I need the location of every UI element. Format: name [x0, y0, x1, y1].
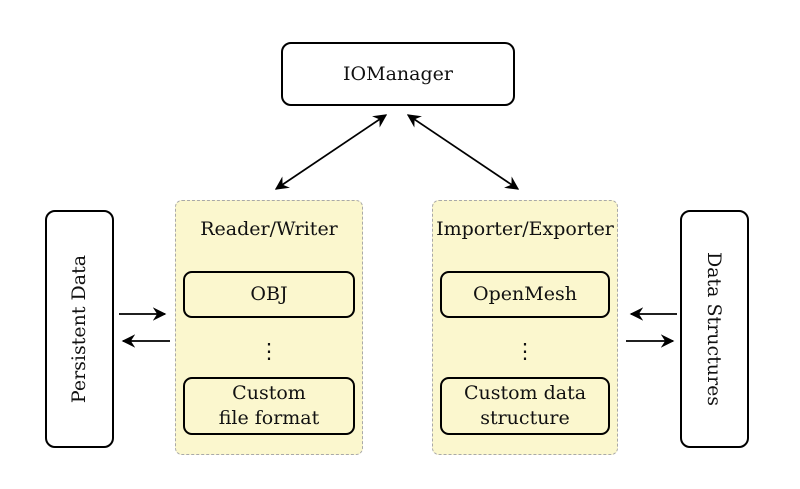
openmesh-node: OpenMesh: [440, 271, 610, 318]
reader-writer-group: Reader/Writer OBJ ⋮ Custom file format: [175, 200, 363, 455]
custom-data-structure-label: Custom data structure: [463, 382, 587, 429]
custom-file-format-label: Custom file format: [218, 382, 320, 429]
data-structures-label: Data Structures: [703, 251, 726, 407]
arrow-iomanager-readerwriter: [274, 114, 388, 190]
iomanager-label: IOManager: [343, 63, 453, 85]
iomanager-node: IOManager: [281, 42, 515, 106]
persistent-data-label: Persistent Data: [68, 254, 91, 404]
custom-data-structure-node: Custom data structure: [440, 377, 610, 435]
vertical-ellipsis: ⋮: [258, 338, 280, 363]
openmesh-label: OpenMesh: [473, 283, 577, 306]
data-structures-node: Data Structures: [680, 210, 749, 448]
importer-exporter-title: Importer/Exporter: [436, 218, 614, 240]
arrow-iomanager-importerexporter: [406, 114, 520, 190]
custom-file-format-node: Custom file format: [183, 377, 355, 435]
importer-exporter-group: Importer/Exporter OpenMesh ⋮ Custom data…: [432, 200, 618, 455]
reader-writer-title: Reader/Writer: [200, 218, 338, 240]
obj-label: OBJ: [250, 283, 288, 306]
persistent-data-node: Persistent Data: [45, 210, 114, 448]
obj-node: OBJ: [183, 271, 355, 318]
vertical-ellipsis: ⋮: [514, 338, 536, 363]
